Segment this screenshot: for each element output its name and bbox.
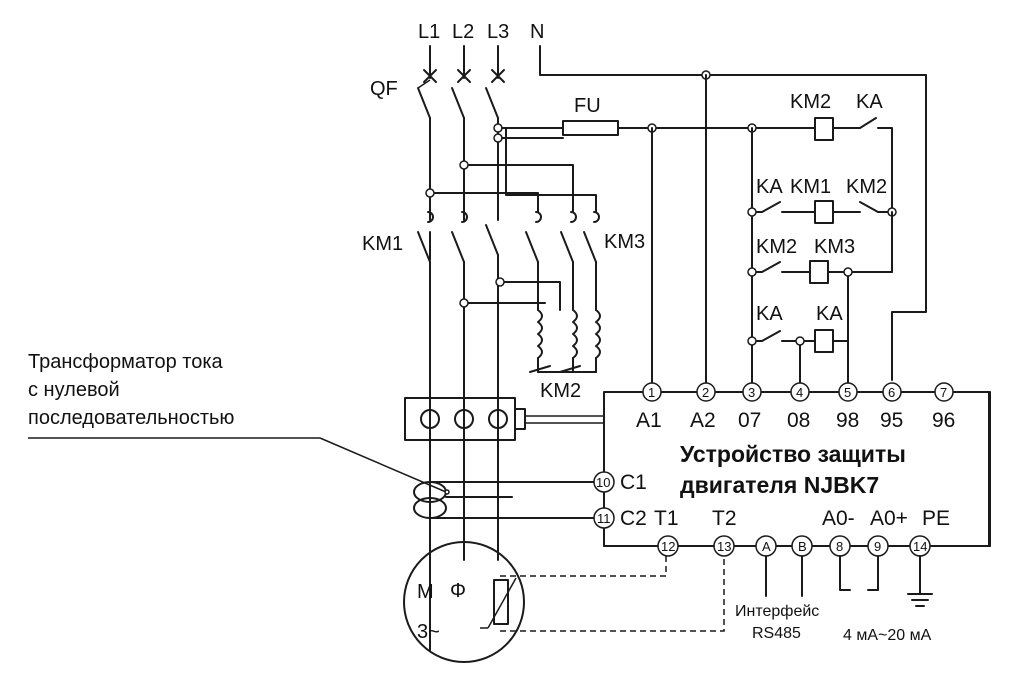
label-km1-main: KM1 bbox=[362, 233, 403, 255]
terminal-13: 13 bbox=[713, 535, 735, 557]
terminal-14: 14 bbox=[909, 535, 931, 557]
label-qf: QF bbox=[370, 78, 398, 100]
bottom-terminals: T1 T2 A0- A0+ PE 12 13 A B 8 9 bbox=[603, 391, 991, 607]
thermistor-link-t2 bbox=[500, 550, 725, 632]
phase-label-n: N bbox=[530, 21, 544, 43]
top-terminals: 1 A1 2 A2 3 07 4 08 5 98 6 95 bbox=[636, 74, 955, 432]
pin-label-t1: T1 bbox=[654, 507, 679, 530]
terminal-2: 2 A2 bbox=[690, 382, 716, 432]
phase-label-l2: L2 bbox=[452, 21, 474, 43]
svg-text:13: 13 bbox=[717, 539, 731, 554]
svg-text:7: 7 bbox=[940, 385, 947, 400]
phase-label-l1: L1 bbox=[418, 21, 440, 43]
label-ka-row4a: KA bbox=[756, 303, 783, 325]
control-supply bbox=[501, 70, 816, 139]
terminal-10: 10 C1 bbox=[593, 471, 647, 494]
svg-text:12: 12 bbox=[661, 539, 675, 554]
terminal-3: 3 07 bbox=[738, 382, 762, 432]
terminal-a: A bbox=[755, 535, 777, 557]
svg-text:1: 1 bbox=[648, 385, 655, 400]
terminal-b: B bbox=[791, 535, 813, 557]
label-km2-row3: KM2 bbox=[756, 236, 797, 258]
terminal-6: 6 95 bbox=[880, 382, 903, 432]
svg-text:4: 4 bbox=[796, 385, 803, 400]
svg-text:10: 10 bbox=[596, 475, 610, 490]
pin-label-a0-minus: A0- bbox=[822, 507, 855, 530]
label-ka-row2: KA bbox=[756, 176, 783, 198]
pin-label-07: 07 bbox=[738, 409, 761, 432]
device-title-line2: двигателя NJBK7 bbox=[680, 472, 879, 498]
svg-text:5: 5 bbox=[844, 385, 851, 400]
analog-range-label: 4 мА~20 мА bbox=[843, 627, 932, 644]
interface-label-line1: Интерфейс bbox=[735, 603, 819, 620]
motor: M 3~ Φ bbox=[403, 541, 525, 663]
pin-label-c1: C1 bbox=[620, 471, 647, 494]
terminal-11: 11 C2 bbox=[593, 507, 647, 530]
pin-label-08: 08 bbox=[787, 409, 810, 432]
svg-text:2: 2 bbox=[702, 385, 709, 400]
label-km1-row2: KM1 bbox=[790, 176, 831, 198]
control-circuit bbox=[747, 117, 897, 353]
phase-label-l3: L3 bbox=[487, 21, 509, 43]
coil-km2 bbox=[814, 117, 834, 141]
phase-conductors bbox=[425, 117, 597, 221]
terminal-4: 4 08 bbox=[787, 382, 810, 432]
pin-label-98: 98 bbox=[836, 409, 859, 432]
label-km2-star: KM2 bbox=[540, 380, 581, 402]
left-terminals: 10 C1 11 C2 bbox=[593, 471, 647, 530]
ct-label-line1: Трансформатор тока bbox=[28, 351, 224, 373]
label-ka-row1: KA bbox=[856, 91, 883, 113]
device-title-line1: Устройство защиты bbox=[680, 441, 906, 467]
label-km3-main: KM3 bbox=[604, 231, 645, 253]
pin-label-pe: PE bbox=[922, 507, 950, 530]
terminal-8: 8 bbox=[829, 535, 851, 557]
motor-symbol: Φ bbox=[450, 580, 466, 602]
svg-text:6: 6 bbox=[888, 385, 895, 400]
terminal-9: 9 bbox=[867, 535, 889, 557]
terminal-7: 7 96 bbox=[932, 382, 955, 432]
interface-label-line2: RS485 bbox=[752, 625, 801, 642]
label-fu: FU bbox=[574, 95, 601, 117]
label-km2-coil: KM2 bbox=[790, 91, 831, 113]
pin-label-96: 96 bbox=[932, 409, 955, 432]
pin-label-a1: A1 bbox=[636, 409, 662, 432]
label-ka-row4b: KA bbox=[816, 303, 843, 325]
fuse-fu bbox=[562, 120, 619, 136]
reactor-coils bbox=[529, 309, 601, 373]
svg-text:B: B bbox=[798, 539, 807, 554]
coil-km1 bbox=[814, 200, 834, 224]
contactor-km3-main bbox=[459, 211, 600, 311]
coil-km3 bbox=[809, 260, 829, 284]
pin-label-a0-plus: A0+ bbox=[870, 507, 908, 530]
motor-phase: 3~ bbox=[417, 621, 440, 643]
terminal-12: 12 bbox=[657, 535, 679, 557]
motor-letter: M bbox=[417, 581, 434, 603]
label-km3-row3: KM3 bbox=[814, 236, 855, 258]
svg-text:A: A bbox=[762, 539, 771, 554]
label-km2-row2: KM2 bbox=[846, 176, 887, 198]
breaker-qf bbox=[417, 45, 505, 119]
terminal-1: 1 A1 bbox=[636, 382, 662, 432]
coil-ka bbox=[814, 329, 834, 353]
ct-label-line3: последовательностью bbox=[28, 407, 234, 429]
pin-label-c2: C2 bbox=[620, 507, 647, 530]
svg-text:9: 9 bbox=[874, 539, 881, 554]
pin-label-95: 95 bbox=[880, 409, 903, 432]
pin-label-t2: T2 bbox=[712, 507, 737, 530]
terminal-5: 5 98 bbox=[836, 382, 859, 432]
svg-text:8: 8 bbox=[836, 539, 843, 554]
svg-text:14: 14 bbox=[913, 539, 927, 554]
neutral-line bbox=[539, 45, 927, 381]
ct-label-line2: с нулевой bbox=[28, 379, 120, 401]
svg-text:11: 11 bbox=[597, 511, 611, 526]
svg-text:3: 3 bbox=[748, 385, 755, 400]
pin-label-a2: A2 bbox=[690, 409, 716, 432]
zero-seq-ct bbox=[413, 481, 605, 519]
thermistor-link-t1 bbox=[500, 550, 667, 577]
current-transformer-block bbox=[404, 397, 604, 441]
